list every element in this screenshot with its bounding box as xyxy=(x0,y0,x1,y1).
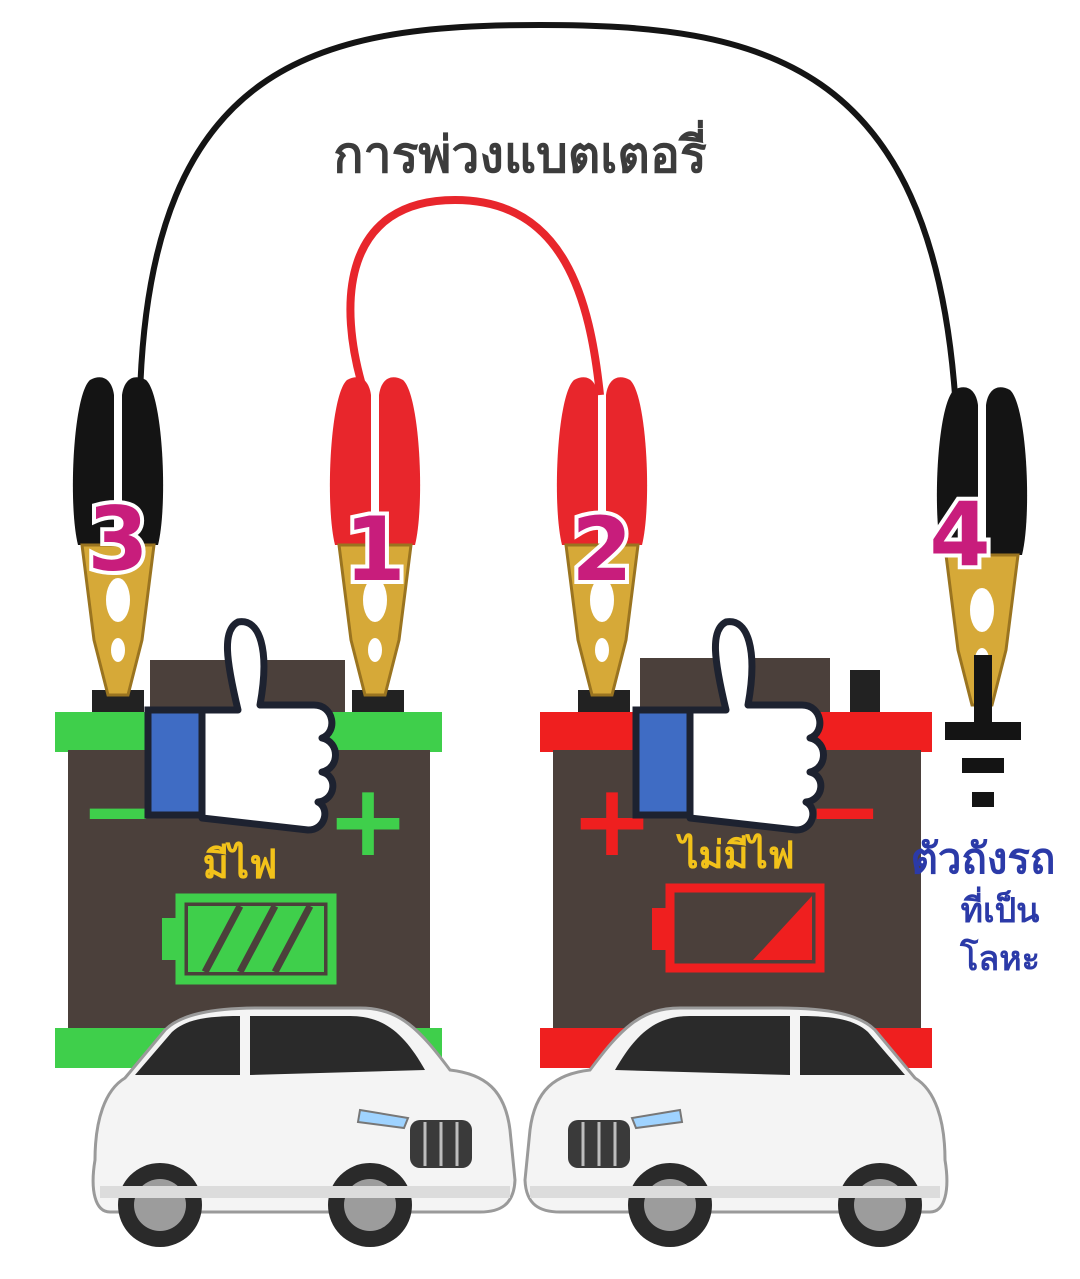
ground-label-line2: ที่เป็น xyxy=(961,886,1040,931)
car-icon xyxy=(91,1006,517,1249)
dead-battery-status: ไม่มีไฟ xyxy=(675,833,794,877)
clamp-3: 3 xyxy=(71,375,165,697)
good-battery-plus: + xyxy=(326,762,410,879)
clamp-2-number: 2 xyxy=(571,498,632,601)
battery-low-icon xyxy=(652,883,825,973)
dead-battery-charge-fill xyxy=(753,896,812,960)
good-battery-status: มีไฟ xyxy=(203,841,278,888)
ground-symbol-icon xyxy=(945,655,1021,807)
diagram-title: การพ่วงแบตเตอรี่ xyxy=(333,120,707,184)
clamp-4: 4 xyxy=(925,385,1029,707)
clamp-3-number: 3 xyxy=(87,488,148,591)
clamp-4-number: 4 xyxy=(929,483,990,586)
clamp-2: 2 xyxy=(555,375,649,697)
thumbs-up-icon xyxy=(636,622,824,830)
ground-label-line3: โลหะ xyxy=(959,938,1040,979)
battery-full-icon xyxy=(162,893,337,985)
thumbs-up-icon xyxy=(148,622,336,830)
black-cable xyxy=(137,21,958,396)
clamp-1: 1 xyxy=(328,375,422,697)
clamp-1-number: 1 xyxy=(344,498,405,601)
good-battery-minus: − xyxy=(80,759,155,864)
red-cable xyxy=(346,195,604,397)
ground-label-line1: ตัวถังรถ xyxy=(911,834,1056,883)
